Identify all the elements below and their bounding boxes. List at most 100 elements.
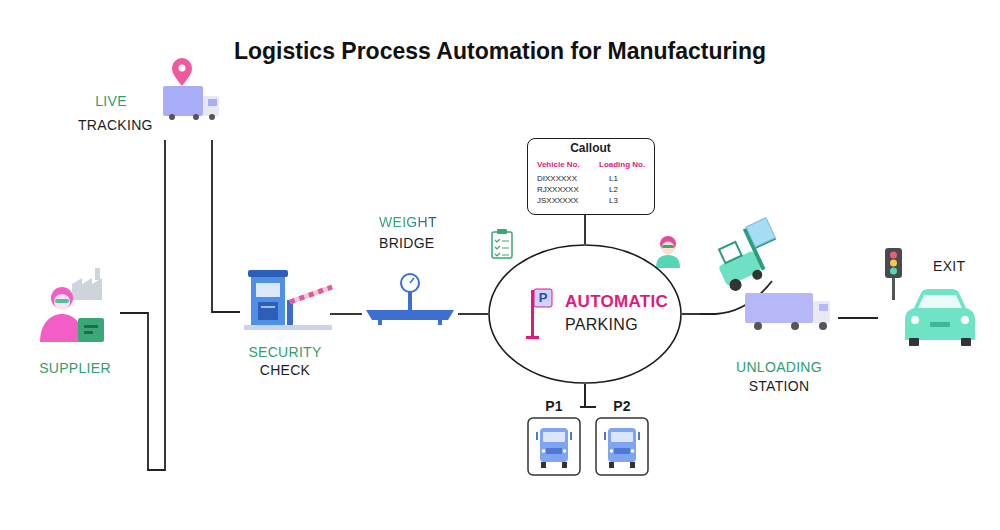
connector-line	[212, 140, 240, 312]
tracking-truck-icon	[172, 58, 192, 86]
callout-heading: Callout	[528, 142, 653, 156]
supplier-icon	[95, 268, 100, 280]
supplier-icon	[55, 299, 69, 303]
live-tracking-truck: LIVETRACKING	[78, 58, 225, 140]
parked-truck-icon	[543, 432, 565, 442]
traffic-light-icon	[890, 260, 897, 267]
parked-truck-icon	[536, 432, 538, 440]
supplier-icon	[84, 325, 98, 328]
diagram-title: Logistics Process Automation for Manufac…	[0, 38, 1000, 65]
security-gate-icon	[261, 306, 275, 308]
connector-line	[580, 384, 585, 407]
parking-sign-icon	[526, 289, 552, 339]
checklist-icon	[497, 229, 507, 234]
security-gate-icon	[244, 325, 332, 330]
attendant-icon	[656, 236, 680, 268]
parked-truck-icon	[638, 432, 640, 440]
table-cell: RJXXXXXX	[537, 185, 579, 194]
ellipse-outline	[488, 244, 682, 384]
car-icon	[905, 289, 975, 340]
tracking-truck-icon	[209, 114, 215, 120]
security-gate-icon	[258, 302, 278, 320]
slot-label: P2	[596, 398, 648, 414]
supplier-icon	[40, 314, 84, 342]
hub-label: AUTOMATIC	[565, 292, 668, 312]
traffic-light-icon	[890, 252, 897, 259]
table-header: Vehicle No.	[537, 160, 580, 169]
checklist-icon	[502, 241, 509, 255]
connector-line	[330, 313, 362, 315]
traffic-light-icon	[885, 248, 902, 300]
table-cell: DIXXXXXX	[537, 174, 577, 183]
parked-truck-icon	[630, 462, 635, 468]
unloading-truck-icon	[819, 304, 828, 311]
parking-slot: P1	[528, 396, 580, 476]
table-cell: JSXXXXXX	[537, 196, 578, 205]
security-gate-icon	[244, 270, 332, 330]
station-label: SUPPLIER	[30, 360, 120, 376]
connector-line	[458, 313, 488, 315]
car-icon	[961, 316, 969, 324]
weight-scale-icon	[366, 310, 454, 320]
attendant-icon	[662, 245, 674, 248]
attendant-icon	[662, 242, 675, 255]
car-icon	[911, 316, 919, 324]
forklift-icon	[746, 218, 775, 247]
forklift-icon	[719, 242, 742, 263]
security-gate-icon	[290, 287, 332, 302]
supplier-icon	[84, 331, 93, 334]
forklift-icon	[751, 268, 764, 281]
tracking-truck-icon	[203, 96, 219, 116]
hub-label: PARKING	[565, 316, 638, 334]
tracking-truck-icon	[163, 58, 219, 120]
parked-truck-icon	[537, 428, 571, 468]
parked-truck-icon	[631, 449, 635, 453]
weight-scale-icon	[410, 278, 414, 283]
weight-scale-icon	[401, 274, 419, 292]
parked-truck-icon	[541, 462, 546, 468]
checklist-icon	[492, 229, 512, 258]
parked-truck-icon	[542, 449, 546, 453]
parked-truck-icon	[605, 428, 639, 468]
parked-truck-icon	[614, 448, 630, 454]
table-cell: L3	[609, 196, 618, 205]
connector-line	[838, 317, 878, 319]
weight-scale-icon	[378, 320, 382, 325]
station-label: WEIGHT	[379, 214, 437, 230]
connector-line	[120, 140, 165, 470]
station-label: SECURITY	[240, 344, 330, 360]
parked-truck-icon	[562, 462, 567, 468]
table-cell: L2	[609, 185, 618, 194]
security-gate-icon	[251, 277, 285, 325]
parked-truck-icon	[570, 432, 572, 440]
checklist-icon	[492, 232, 512, 258]
forklift-icon	[728, 277, 744, 293]
tracking-truck-icon	[193, 114, 199, 120]
table-cell: L1	[609, 174, 618, 183]
car-icon	[905, 289, 975, 346]
unloading-truck-icon	[754, 322, 762, 330]
parking-slot-frame	[528, 418, 580, 475]
parking-sign-letter: P	[534, 289, 552, 307]
unloading-truck-icon	[745, 293, 830, 330]
parked-truck-icon	[540, 428, 568, 462]
connector-line	[584, 215, 586, 244]
station-label: STATION	[720, 378, 838, 394]
station-label: UNLOADING	[720, 359, 838, 375]
car-icon	[961, 338, 971, 346]
parked-truck-icon	[610, 449, 614, 453]
car-icon	[918, 295, 962, 308]
table-header: Loading No.	[599, 160, 645, 169]
car-icon	[909, 338, 919, 346]
parking-sign-icon	[526, 336, 539, 339]
parked-truck-icon	[604, 432, 606, 440]
tracking-truck-icon	[169, 114, 175, 120]
parked-truck-icon	[611, 432, 633, 442]
security-check-gate: SECURITYCHECK	[240, 268, 330, 380]
supplier-station: SUPPLIER	[30, 270, 120, 380]
station-label: EXIT	[933, 258, 965, 274]
parking-slot: P2	[596, 396, 648, 476]
security-gate-icon	[248, 270, 288, 277]
parking-slot-frame	[596, 418, 648, 475]
